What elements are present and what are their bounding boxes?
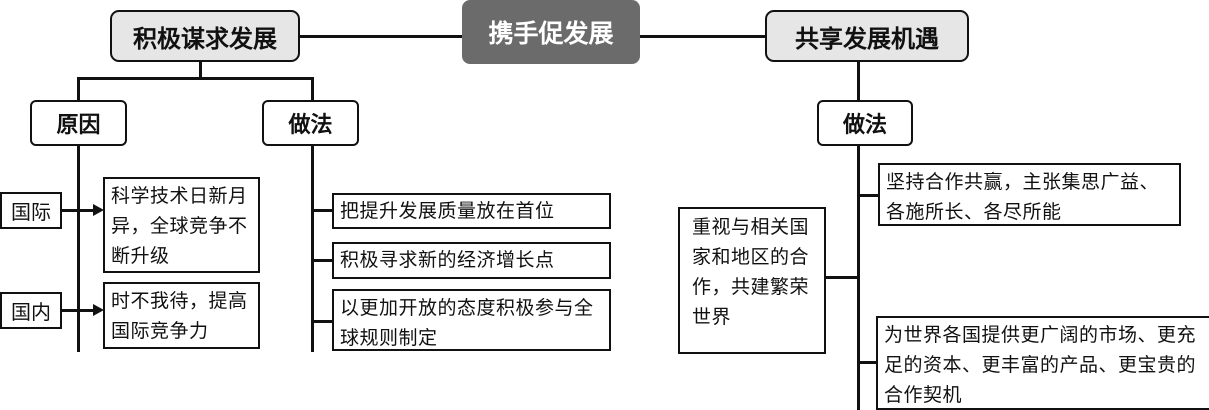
left-method-item: 以更加开放的态度积极参与全球规则制定 (332, 289, 611, 351)
left-method-item: 积极寻求新的经济增长点 (332, 242, 611, 279)
connector (298, 35, 468, 38)
connector (60, 309, 94, 312)
right-method-item: 为世界各国提供更广阔的市场、更充足的资本、更丰富的产品、更宝贵的合作契机 (876, 316, 1209, 410)
connector (857, 361, 878, 364)
connector (857, 194, 880, 197)
connector (636, 35, 768, 38)
connector (824, 276, 859, 279)
reasons-node: 原因 (30, 100, 127, 146)
right-main-topic: 共享发展机遇 (765, 10, 969, 62)
connector (77, 77, 314, 80)
left-method-item: 把提升发展质量放在首位 (332, 193, 611, 229)
connector (311, 145, 314, 352)
connector (311, 209, 334, 212)
connector (311, 77, 314, 102)
right-method-item: 坚持合作共赢，主张集思广益、各施所长、各尽所能 (878, 163, 1181, 226)
right-methods-node: 做法 (817, 100, 913, 146)
connector (77, 145, 80, 352)
connector (857, 60, 860, 102)
left-main-topic: 积极谋求发展 (110, 10, 300, 62)
arrow-icon (93, 304, 104, 316)
right-method-side: 重视与相关国家和地区的合作，共建繁荣世界 (678, 207, 826, 354)
connector (311, 320, 334, 323)
central-topic: 携手促发展 (462, 0, 640, 64)
connector (60, 209, 94, 212)
arrow-icon (93, 204, 104, 216)
domestic-tag: 国内 (0, 292, 62, 329)
connector (77, 77, 80, 102)
left-methods-node: 做法 (262, 100, 359, 146)
domestic-reason: 时不我待，提高国际竞争力 (103, 282, 260, 349)
international-tag: 国际 (0, 192, 62, 229)
international-reason: 科学技术日新月异，全球竞争不断升级 (103, 177, 260, 273)
connector (311, 259, 334, 262)
connector (199, 60, 202, 80)
